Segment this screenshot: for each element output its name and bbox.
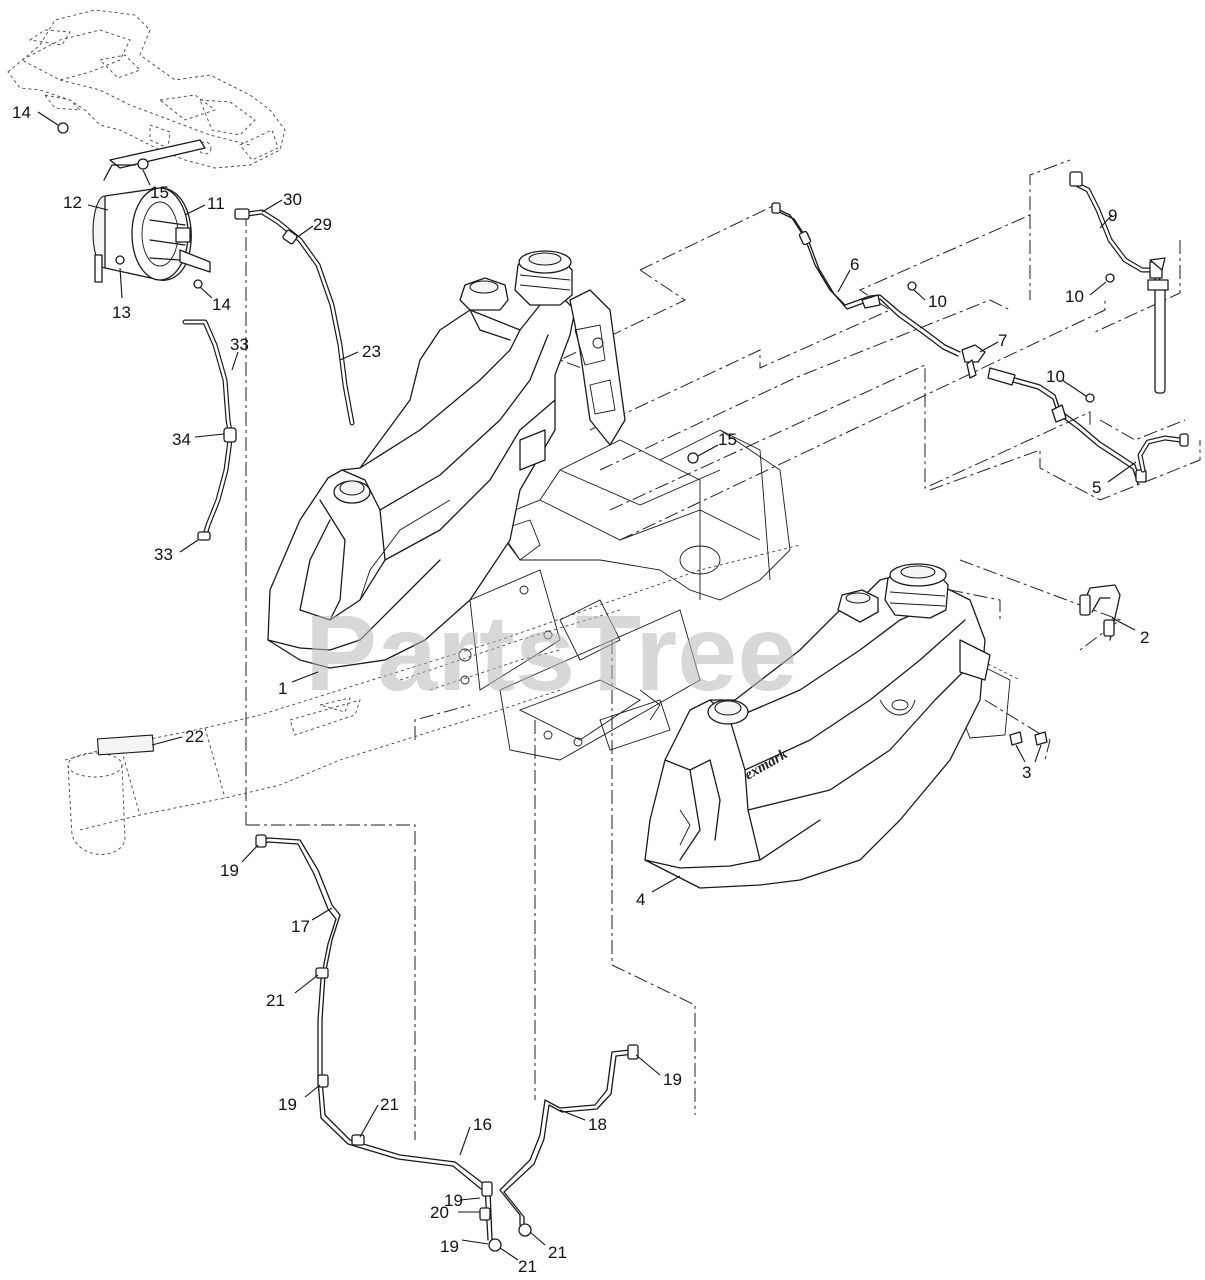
- callout-19-a: 19: [220, 861, 239, 880]
- callout-14-top: 14: [12, 103, 31, 122]
- callout-7: 7: [998, 331, 1007, 350]
- callout-15-mid: 15: [718, 430, 737, 449]
- callout-16: 16: [473, 1115, 492, 1134]
- callout-2: 2: [1140, 628, 1149, 647]
- frame-tube-reference: [64, 544, 801, 855]
- callout-21-c: 21: [548, 1243, 567, 1262]
- left-fuel-tank: [267, 250, 626, 669]
- callout-33-lower: 33: [154, 545, 173, 564]
- callout-19-e: 19: [440, 1237, 459, 1256]
- line-18: [499, 1044, 639, 1228]
- callout-23: 23: [362, 342, 381, 361]
- callout-30: 30: [283, 190, 302, 209]
- fasteners: [57, 122, 1115, 464]
- callout-3: 3: [1022, 763, 1031, 782]
- callout-10-right: 10: [1065, 287, 1084, 306]
- fuel-line-5: [1012, 377, 1189, 485]
- callout-10-mid: 10: [928, 292, 947, 311]
- callout-19-d: 19: [444, 1191, 463, 1210]
- callout-21-d: 21: [518, 1257, 537, 1276]
- callout-21-a: 21: [266, 991, 285, 1010]
- callout-34: 34: [172, 430, 191, 449]
- evap-canister-assembly: [92, 139, 211, 283]
- frame-reference-top-left: [7, 9, 286, 169]
- screws-3: [1009, 731, 1048, 746]
- callout-18: 18: [588, 1115, 607, 1134]
- callout-15-top: 15: [150, 183, 169, 202]
- fuel-line-6: [771, 202, 961, 357]
- callout-17: 17: [291, 917, 310, 936]
- right-fuel-tank: exmark: [644, 563, 991, 889]
- callout-13: 13: [112, 303, 131, 322]
- callout-11: 11: [207, 194, 225, 213]
- callout-33-upper: 33: [230, 335, 249, 354]
- callout-1: 1: [278, 679, 287, 698]
- callout-6: 6: [850, 255, 859, 274]
- callout-9: 9: [1108, 206, 1117, 225]
- decal-22: [96, 734, 155, 756]
- callout-19-b: 19: [278, 1095, 297, 1114]
- callout-19-c: 19: [663, 1070, 682, 1089]
- fitting-2: [1079, 584, 1121, 641]
- callout-4: 4: [636, 890, 645, 909]
- vent-hose-9: [1069, 171, 1169, 394]
- callout-21-b: 21: [380, 1095, 399, 1114]
- line-16-junction: [479, 1181, 532, 1252]
- clamps-21: [315, 967, 365, 1146]
- tee-fitting-7: [961, 344, 1016, 386]
- vent-hose-33: [182, 319, 237, 541]
- line-17: [255, 834, 486, 1190]
- callout-leaders: [37, 111, 1137, 1261]
- callout-14-mid: 14: [212, 295, 231, 314]
- watermark: PartsTree: [305, 592, 797, 713]
- callout-29: 29: [313, 215, 332, 234]
- callout-22: 22: [185, 727, 204, 746]
- callout-20: 20: [430, 1203, 449, 1222]
- vent-hose-23: [234, 208, 355, 426]
- callout-10-lower: 10: [1046, 367, 1065, 386]
- machine-frame-reference: [458, 429, 1021, 831]
- callout-12: 12: [63, 193, 82, 212]
- callout-labels: 14 15 12 11 13 14 30 29 23 33 34 33 9 10…: [12, 103, 1149, 1276]
- callout-5: 5: [1092, 478, 1101, 497]
